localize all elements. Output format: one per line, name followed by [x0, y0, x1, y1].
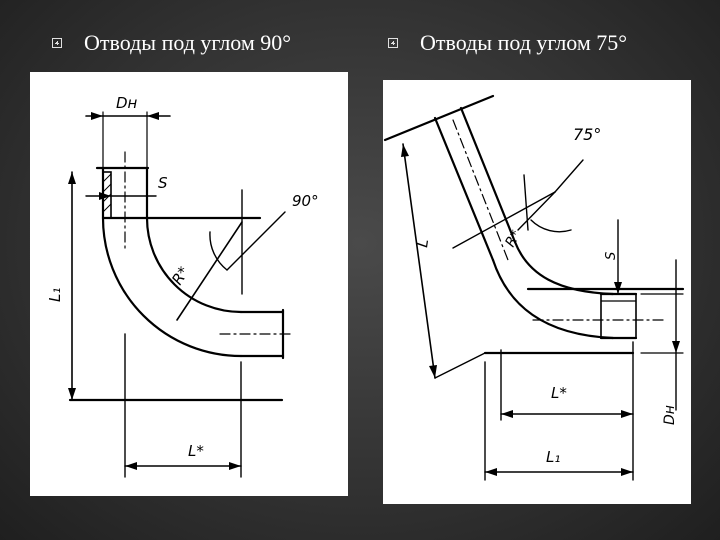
- heading-90-text: Отводы под углом 90°: [84, 30, 292, 55]
- label-l1: L₁: [46, 288, 64, 302]
- drawing-75-svg: 75° L R* S L* Dн L₁: [383, 94, 685, 481]
- bullet-icon: [52, 38, 62, 48]
- heading-75: Отводы под углом 75°: [388, 30, 627, 56]
- label-l1: L₁: [546, 448, 560, 466]
- label-angle: 75°: [573, 125, 601, 144]
- label-l: L: [413, 238, 432, 249]
- label-radius: R*: [168, 263, 193, 288]
- drawing-90-svg: Dн S 90° R* L₁ L*: [46, 94, 319, 478]
- label-l-star: L*: [551, 384, 567, 402]
- bullet-icon: [388, 38, 398, 48]
- drawing-90: Dн S 90° R* L₁ L*: [30, 72, 348, 496]
- heading-90: Отводы под углом 90°: [52, 30, 291, 56]
- label-dn: Dн: [662, 405, 678, 425]
- label-s: S: [158, 174, 168, 192]
- label-radius: R*: [502, 228, 524, 250]
- label-dn: Dн: [116, 94, 138, 112]
- drawing-75: 75° L R* S L* Dн L₁: [383, 80, 691, 504]
- label-angle: 90°: [292, 192, 319, 210]
- label-s: S: [604, 252, 619, 260]
- label-l: L*: [188, 442, 204, 460]
- heading-75-text: Отводы под углом 75°: [420, 30, 628, 55]
